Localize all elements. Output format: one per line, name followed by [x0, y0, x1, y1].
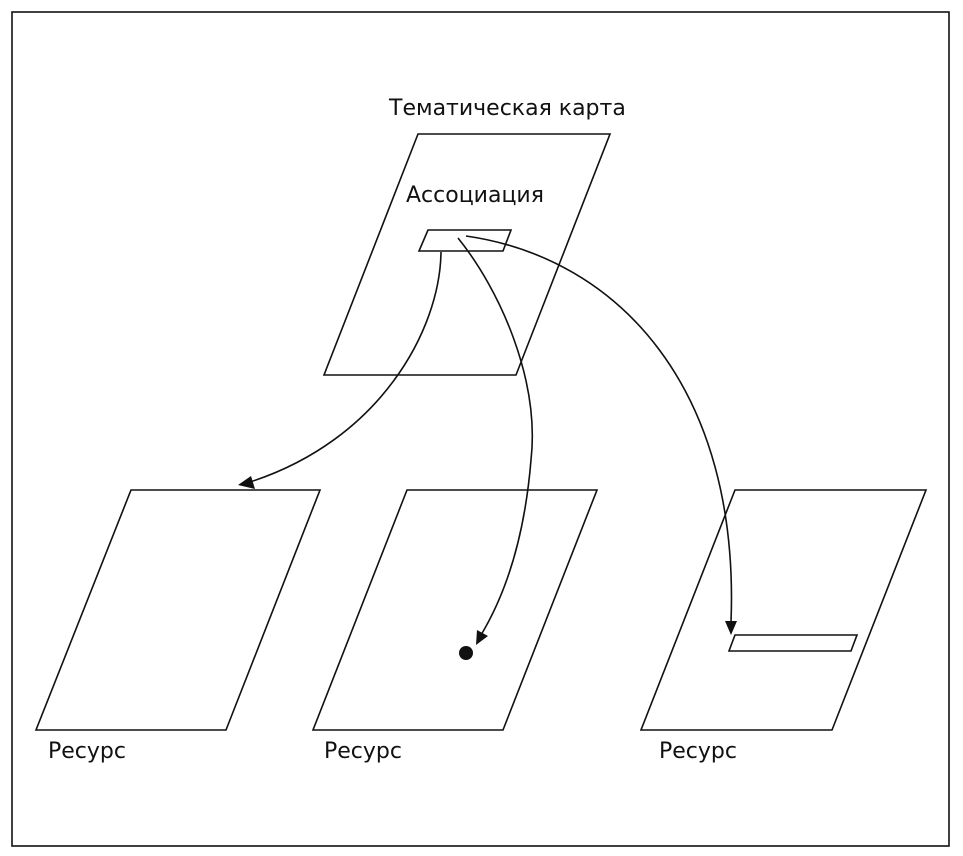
association-edge-1 — [238, 251, 442, 489]
resource-node-2: Ресурс — [311, 489, 599, 764]
association-edge-2 — [457, 237, 533, 645]
topic-map-node: Тематическая карта Ассоциация — [322, 96, 626, 376]
resource-node-1: Ресурс — [34, 489, 322, 764]
resource-plane-1 — [34, 489, 322, 731]
association-label: Ассоциация — [406, 183, 544, 208]
topic-map-label: Тематическая карта — [388, 96, 626, 121]
arrowhead-2 — [476, 630, 488, 645]
arrowhead-1 — [238, 476, 255, 489]
resource-region-box — [727, 634, 859, 652]
resource-point — [459, 646, 473, 660]
resource-plane-3 — [639, 489, 928, 731]
arrowhead-3 — [725, 621, 737, 635]
edge-to-resource-3 — [465, 235, 733, 623]
resource-label-1: Ресурс — [48, 739, 126, 764]
edge-to-resource-1 — [249, 251, 442, 483]
resource-plane-2 — [311, 489, 599, 731]
topic-map-plane — [322, 133, 612, 376]
association-box — [417, 229, 513, 252]
resource-node-3: Ресурс — [639, 489, 928, 764]
resource-label-2: Ресурс — [324, 739, 402, 764]
association-edge-3 — [465, 235, 737, 635]
resource-label-3: Ресурс — [659, 739, 737, 764]
edge-to-resource-2 — [457, 237, 533, 636]
